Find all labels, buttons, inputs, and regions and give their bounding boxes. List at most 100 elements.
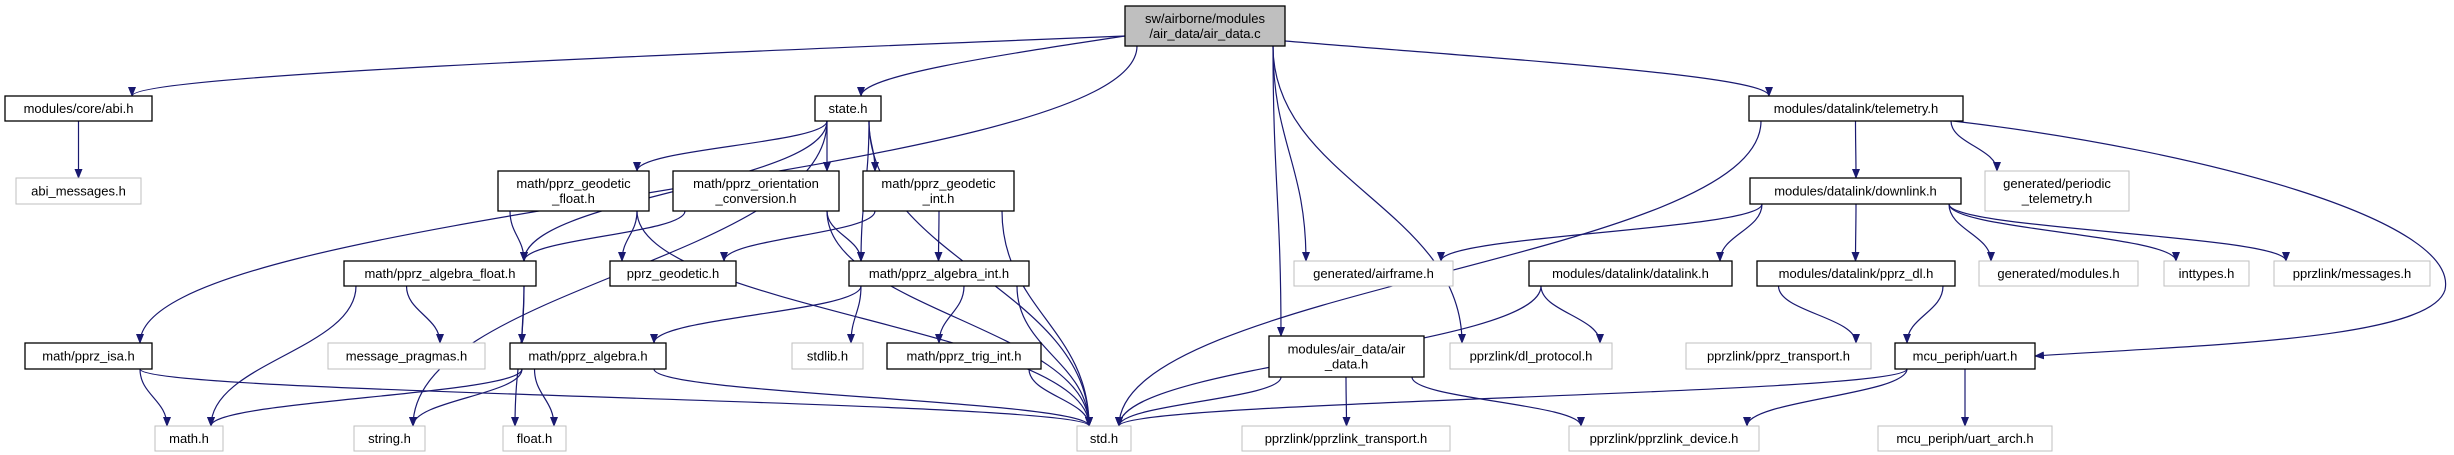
node-label: mcu_periph/uart.h [1913,349,2018,364]
node-telemetry[interactable]: modules/datalink/telemetry.h [1748,95,1964,122]
node-box [24,342,153,370]
node-box [497,170,650,212]
node-label: pprz_geodetic.h [627,266,720,281]
node-label: modules/datalink/pprz_dl.h [1779,266,1934,281]
edge-trig_int-to-std [1028,368,1093,427]
node-box [509,342,667,370]
node-air_data_h[interactable]: modules/air_data/air_data.h [1268,335,1425,378]
edge-root-to-abi [128,35,1126,97]
node-abi[interactable]: modules/core/abi.h [4,95,153,122]
node-orientation[interactable]: math/pprz_orientation_conversion.h [672,170,840,212]
node-box [15,177,142,205]
node-box [1756,260,1956,287]
node-label: math/pprz_orientation [693,176,819,191]
node-box [2163,260,2250,287]
node-box [814,95,882,122]
edge-geodetic_float-to-std [636,210,1093,427]
edge-orientation-to-algebra_int [826,210,865,262]
node-label: pprzlink/pprz_transport.h [1707,349,1850,364]
edge-air_data_h-to-std [1115,376,1282,427]
edge-downlink-to-gen_modules [1948,203,1995,262]
node-box [1241,425,1451,452]
node-pprz_algebra[interactable]: math/pprz_algebra.h [509,342,667,370]
edge-geodetic_int-to-std [1001,210,1093,427]
edge-pprz_dl-to-pprz_transport [1777,285,1860,344]
edge-algebra_int-to-stdlib [847,285,862,344]
node-label: pprzlink/pprzlink_device.h [1590,431,1739,446]
node-label: string.h [368,431,411,446]
node-math: math.h [154,425,224,452]
edge-root-to-dl_protocol [1272,45,1466,344]
node-label: sw/airborne/modules [1145,11,1265,26]
node-label: _data.h [1324,357,1368,372]
node-label: generated/modules.h [1997,266,2119,281]
node-label: modules/datalink/telemetry.h [1774,101,1939,116]
node-box [154,425,224,452]
node-uart_arch: mcu_periph/uart_arch.h [1877,425,2053,452]
node-label: message_pragmas.h [346,349,467,364]
node-label: pprzlink/pprzlink_transport.h [1265,431,1428,446]
node-box [1749,177,1962,205]
node-box [848,260,1030,287]
node-pprzlink_device: pprzlink/pprzlink_device.h [1568,425,1760,452]
node-pprz_transport: pprzlink/pprz_transport.h [1685,342,1872,370]
node-algebra_int[interactable]: math/pprz_algebra_int.h [848,260,1030,287]
node-datalink[interactable]: modules/datalink/datalink.h [1528,260,1733,287]
node-algebra_float[interactable]: math/pprz_algebra_float.h [343,260,537,287]
edge-geodetic_int-to-algebra_int [934,210,943,262]
edge-telemetry-to-downlink [1851,120,1860,179]
node-box [327,342,486,370]
node-periodic_telemetry: generated/periodic_telemetry.h [1984,170,2130,212]
node-box [1877,425,2053,452]
edge-root-to-state [857,35,1126,97]
node-label: math/pprz_geodetic [881,176,996,191]
edge-orientation-to-std [826,210,1093,427]
edge-geodetic_float-to-algebra_float [509,210,528,262]
edge-geodetic_int-to-pprz_geodetic [720,210,876,262]
node-state[interactable]: state.h [814,95,882,122]
node-box [1894,342,2036,370]
node-box [1268,335,1425,378]
edge-downlink-to-pprz_dl [1851,203,1860,262]
edge-uart-to-pprzlink_device [1743,368,1908,427]
node-box [2273,260,2431,287]
node-uart[interactable]: mcu_periph/uart.h [1894,342,2036,370]
node-box [1124,5,1286,47]
node-stdlib: stdlib.h [791,342,864,370]
edge-pprz_algebra-to-string [409,368,523,427]
edge-downlink-to-inttypes [1948,203,2180,262]
edge-uart-to-std [1115,368,1908,427]
node-box [1984,170,2130,212]
node-trig_int[interactable]: math/pprz_trig_int.h [886,342,1042,370]
node-pprz_dl[interactable]: modules/datalink/pprz_dl.h [1756,260,1956,287]
node-airframe: generated/airframe.h [1293,260,1454,287]
node-box [1685,342,1872,370]
node-root[interactable]: sw/airborne/modules/air_data/air_data.c [1124,5,1286,47]
node-label: math.h [169,431,209,446]
node-label: state.h [828,101,867,116]
node-geodetic_float[interactable]: math/pprz_geodetic_float.h [497,170,650,212]
node-box [672,170,840,212]
node-label: math/pprz_geodetic [516,176,631,191]
edge-root-to-airframe [1272,45,1310,262]
node-float: float.h [502,425,567,452]
node-box [4,95,153,122]
node-label: /air_data/air_data.c [1149,26,1261,41]
node-downlink[interactable]: modules/datalink/downlink.h [1749,177,1962,205]
node-box [1076,425,1132,452]
edge-downlink-to-messages [1948,203,2290,262]
node-box [886,342,1042,370]
node-label: std.h [1090,431,1118,446]
edge-pprz_isa-to-math [139,368,171,427]
node-label: abi_messages.h [31,184,126,199]
node-label: inttypes.h [2179,266,2235,281]
edge-datalink-to-dl_protocol [1540,285,1604,344]
node-pprz_geodetic[interactable]: pprz_geodetic.h [609,260,737,287]
node-pprz_isa[interactable]: math/pprz_isa.h [24,342,153,370]
node-geodetic_int[interactable]: math/pprz_geodetic_int.h [862,170,1015,212]
node-label: _telemetry.h [2021,191,2093,206]
node-message_pragmas: message_pragmas.h [327,342,486,370]
node-label: math/pprz_trig_int.h [907,349,1022,364]
node-box [1568,425,1760,452]
